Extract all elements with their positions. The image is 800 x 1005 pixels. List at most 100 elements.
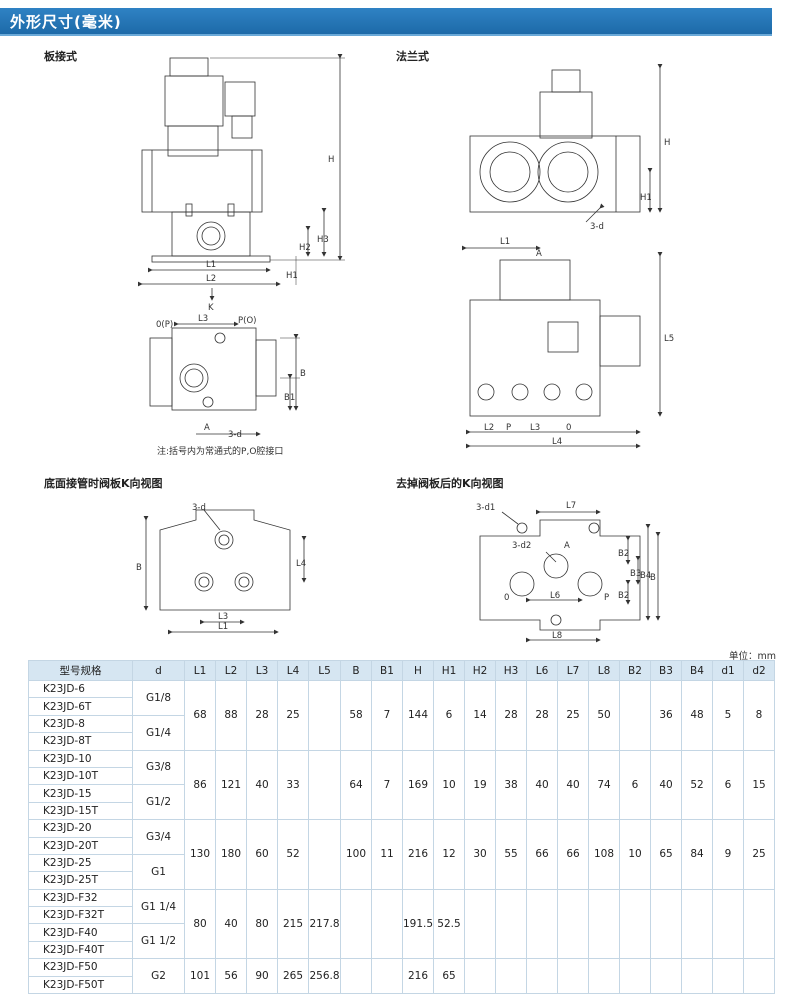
- dimension-cell-l6: [526, 888, 558, 960]
- thread-size-cell: G1/2: [132, 784, 185, 821]
- solenoid-cap: [169, 57, 209, 77]
- dimension-cell-l2: 180: [215, 819, 247, 890]
- caption-bottom-view: 底面接管时阀板K向视图: [44, 477, 163, 490]
- dim-H-flange: H: [664, 138, 670, 148]
- table-header-cell: H2: [464, 660, 496, 681]
- dimension-cell-l6: 40: [526, 749, 558, 821]
- table-row: K23JD-F50T: [28, 975, 775, 995]
- dimension-cell-h: 169: [402, 749, 434, 821]
- dimension-cell-d1: [712, 888, 744, 960]
- flange-type-top-view: [462, 245, 663, 449]
- dim-L8: L8: [552, 631, 562, 641]
- dim-H2: H2: [299, 243, 311, 253]
- label-3-d-top: 3-d: [228, 430, 242, 440]
- model-cell: K23JD-F40T: [28, 940, 133, 960]
- section-header-bar: 外形尺寸(毫米): [0, 8, 772, 34]
- table-header-cell: 型号规格: [28, 660, 133, 681]
- dimension-cell-b1: 11: [371, 819, 403, 890]
- thread-size-cell: G3/8: [132, 749, 185, 786]
- model-cell: K23JD-8T: [28, 732, 133, 751]
- dimension-cell-l5: [308, 680, 341, 751]
- dimension-cell-h3: 28: [495, 680, 527, 751]
- dimension-cell-l2: 121: [215, 749, 247, 821]
- dimension-cell-d1: 6: [712, 749, 744, 821]
- port-label-left: 0(P): [156, 320, 173, 330]
- dimension-cell-b4: 52: [681, 749, 713, 821]
- dimension-cell-l6: [526, 958, 558, 995]
- plate-type-top-view: [149, 321, 300, 437]
- dimension-cell-h1: 12: [433, 819, 465, 890]
- dimension-cell-l1: 80: [184, 888, 216, 960]
- model-cell: K23JD-6: [28, 679, 133, 699]
- dimension-cell-l8: [588, 888, 620, 960]
- flange-top-body: [469, 299, 601, 417]
- dim-B-bottom: B: [136, 563, 142, 573]
- label-A: A: [204, 423, 210, 433]
- table-row: K23JD-25T: [28, 871, 775, 890]
- dimension-cell-b4: 48: [681, 680, 713, 751]
- table-row: K23JD-8T: [28, 732, 775, 751]
- dimension-cell-h: 144: [402, 680, 434, 751]
- header-underline: [0, 34, 772, 36]
- dimension-cell-l8: 108: [588, 819, 620, 890]
- dim-B-removed: B: [650, 573, 656, 583]
- table-header-cell: L6: [526, 660, 558, 681]
- dimension-cell-b: [340, 958, 372, 995]
- label-O-flange: 0: [566, 423, 571, 433]
- dimension-cell-b: 64: [340, 749, 372, 821]
- model-cell: K23JD-F50: [28, 958, 133, 977]
- model-cell: K23JD-F32: [28, 888, 133, 908]
- dim-B4: B4: [640, 571, 651, 581]
- table-header-cell: B4: [681, 660, 713, 681]
- dimension-cell-l3: 28: [246, 680, 278, 751]
- dim-K: K: [208, 303, 214, 313]
- dimension-cell-d2: 15: [743, 749, 775, 821]
- model-cell: K23JD-F32T: [28, 906, 133, 925]
- label-A-flange: A: [536, 249, 542, 259]
- dimension-cell-b: 58: [340, 680, 372, 751]
- dimension-cell-b2: 10: [619, 819, 651, 890]
- dimension-cell-b3: 40: [650, 749, 682, 821]
- dimension-cell-l5: [308, 819, 341, 890]
- dimension-cell-b4: 84: [681, 819, 713, 890]
- model-cell: K23JD-10T: [28, 766, 133, 786]
- valve-body: [141, 149, 263, 213]
- label-P-removed: P: [604, 593, 609, 603]
- dim-L1: L1: [206, 260, 216, 270]
- label-3-d2: 3-d2: [512, 541, 531, 551]
- dimension-cell-l4: 33: [277, 749, 309, 821]
- dim-H1-flange: H1: [640, 193, 652, 203]
- dimension-cell-d1: 9: [712, 819, 744, 890]
- dimension-cell-b2: 6: [619, 749, 651, 821]
- table-header-cell: d1: [712, 660, 744, 681]
- dimension-cell-d1: 5: [712, 680, 744, 751]
- flange-type-front-view: [469, 64, 663, 223]
- table-header-cell: B: [340, 660, 372, 681]
- dimension-cell-d2: [743, 888, 775, 960]
- dimension-cell-l7: [557, 888, 589, 960]
- table-header-cell: B2: [619, 660, 651, 681]
- table-header-cell: L3: [246, 660, 278, 681]
- dimension-cell-b2: [619, 888, 651, 960]
- dimension-cell-l2: 56: [215, 958, 247, 995]
- bottom-plate-outline: [159, 509, 291, 611]
- dim-L2-flange: L2: [484, 423, 494, 433]
- dimension-cell-l7: 25: [557, 680, 589, 751]
- removed-plate-k-view: [479, 509, 661, 643]
- dimension-cell-h2: 30: [464, 819, 496, 890]
- table-header-cell: B1: [371, 660, 403, 681]
- unit-label: 单位：mm: [729, 651, 777, 662]
- dimension-cell-b4: [681, 888, 713, 960]
- dimension-cell-d1: [712, 958, 744, 995]
- top-view-body: [171, 327, 257, 411]
- dim-H3: H3: [317, 235, 329, 245]
- dim-L4-flange: L4: [552, 437, 562, 447]
- table-header-cell: B3: [650, 660, 682, 681]
- section-title: 外形尺寸(毫米): [10, 13, 122, 31]
